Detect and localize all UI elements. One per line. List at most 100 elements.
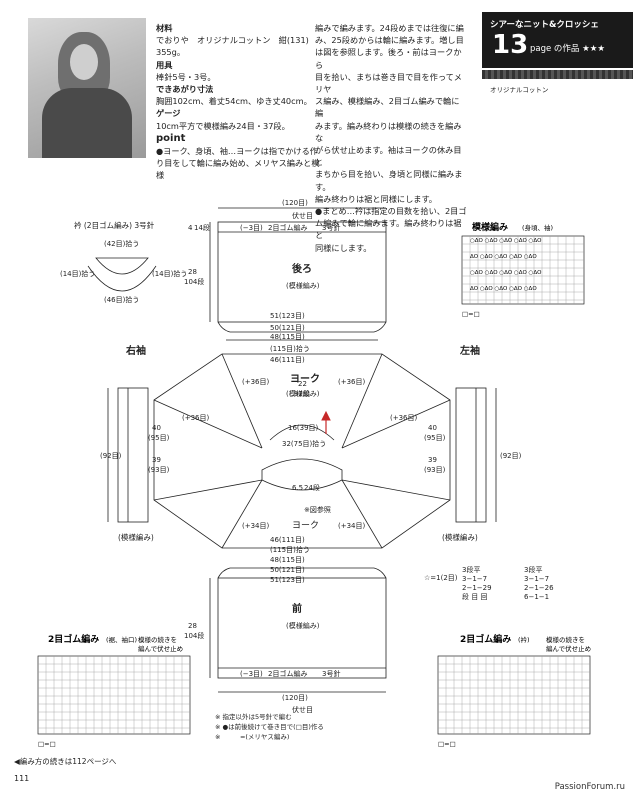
front-cm50: 50(121目) <box>270 566 305 574</box>
rib-left-title: 2目ゴム編み <box>48 633 99 645</box>
instruction-line: みます。編み終わりは模様の続きを編みな <box>315 120 462 143</box>
rib-left-note1: 模様の続きを <box>138 635 177 644</box>
back-height: 28 <box>188 268 197 276</box>
model-face <box>70 44 98 80</box>
front-height: 28 <box>188 622 197 630</box>
front-bindoff-label: 伏せ目 <box>292 705 313 714</box>
yoke-height: 22 <box>298 380 307 388</box>
instruction-line: は図を参照します。後ろ・前はヨークから <box>315 47 462 70</box>
size-text: 胸囲102cm、着丈54cm、ゆき丈40cm。 <box>156 96 312 107</box>
yoke-inc-4: (+36目) <box>390 414 418 422</box>
front-rib-label: 2目ゴム編み <box>268 669 307 678</box>
page-label: page の作品 ★★★ <box>530 44 605 54</box>
rib-left-note2: 編んで伏せ止め <box>138 644 183 653</box>
left-sleeve-st92: (92目) <box>500 452 522 460</box>
front-rib-decrease: (−3目) <box>240 670 263 678</box>
yarn-sample <box>482 70 633 79</box>
back-cm46: 46(111目) <box>270 356 305 364</box>
right-sleeve-label: 右袖 <box>125 344 146 357</box>
yoke-h65: 6.5 <box>292 484 303 492</box>
right-sleeve-st93: (93目) <box>148 466 170 474</box>
svg-text:ΔO ○ΔO ○ΔO ○ΔO ○ΔO: ΔO ○ΔO ○ΔO ○ΔO ○ΔO <box>470 286 537 292</box>
front-bottom-count: (120目) <box>282 694 308 702</box>
yoke-rows: 82段 <box>294 389 310 398</box>
back-bindoff-label: 伏せ目 <box>292 211 313 220</box>
right-sleeve-st92: (92目) <box>100 452 122 460</box>
right-sleeve-cm40: 40 <box>152 424 161 432</box>
rib-right-note2: 編んで伏せ止め <box>546 644 591 653</box>
note-line: ※ ●は前後続けて巻き目で(□目)作る <box>215 723 324 731</box>
note-line: ※ 指定以外は5号針で編む <box>215 713 292 721</box>
materials-line2: 355g。 <box>156 47 186 58</box>
instruction-line: がら伏せ止めます。袖はヨークの休み目と <box>315 145 462 168</box>
collar-shape <box>95 257 149 275</box>
rib-left-key: □=□ <box>38 740 56 748</box>
yoke-inc-2: (+36目) <box>338 378 366 386</box>
right-sleeve-panel <box>117 387 149 523</box>
point-line1: ●ヨーク、身頃、袖…ヨークは指でかける作 <box>156 146 318 157</box>
pattern-number: 13 <box>492 30 529 60</box>
back-rib-label: 2目ゴム編み <box>268 223 307 232</box>
rib-right-note1: 模様の続きを <box>546 635 585 644</box>
legend-mark: ☆=1(2目) <box>424 574 458 582</box>
legend-row: 6−1−1 <box>524 593 549 601</box>
left-sleeve-cm40: 40 <box>428 424 437 432</box>
point-title: point <box>156 132 186 144</box>
instruction-line: み、25段めからは輪に編みます。増し目 <box>315 35 464 46</box>
left-sleeve-panel <box>455 387 487 523</box>
pattern-chart-sub: (身頃、袖) <box>522 223 553 232</box>
instruction-line: 目を拾い、まちは巻き目で目を作ってメリヤ <box>315 71 462 95</box>
legend-row: 段 目 回 <box>462 592 487 601</box>
back-rib-height: 4 <box>188 224 193 232</box>
back-pattern: (模様編み) <box>286 281 320 290</box>
yoke-inc-1: (+36目) <box>242 378 270 386</box>
yoke-front-label: ヨーク <box>292 520 319 531</box>
back-rib-decrease: (−3目) <box>240 224 263 232</box>
back-rib-rows: 14段 <box>194 223 210 232</box>
front-cm51: 51(123目) <box>270 576 305 584</box>
instruction-line: 同様にします。 <box>315 242 372 253</box>
instruction-line: ス編み、模様編み、2目ゴム編みで輪に編 <box>315 96 460 119</box>
instructions-block: 編みで編みます。24段めまでは往復に編 み、25段めからは輪に編みます。増し目 … <box>315 22 467 254</box>
left-sleeve-label: 左袖 <box>459 344 480 357</box>
front-shaping <box>217 567 387 579</box>
legend-row: 3−1−7 <box>462 575 487 583</box>
direction-arrow <box>321 410 331 434</box>
collar-st42: (42目)拾う <box>104 239 139 248</box>
raglan-line <box>153 479 263 501</box>
yoke-pattern: (模様編み) <box>286 389 320 398</box>
left-sleeve-st93: (93目) <box>424 466 446 474</box>
legend-row: 3段平 <box>462 565 480 574</box>
back-top-count: (120目) <box>282 199 308 207</box>
raglan-line <box>153 399 263 449</box>
point-line2: り目をして輪に編み始め、メリヤス編みと模様 <box>156 158 320 181</box>
yoke-ref: ※図参照 <box>304 505 331 514</box>
neck-back-curve <box>269 424 335 441</box>
legend-row: 3−1−7 <box>524 575 549 583</box>
collar-outer <box>87 265 157 292</box>
series-header: シアーなニット&クロッシェ 13 page の作品 ★★★ <box>482 12 633 68</box>
raglan-line <box>341 353 383 449</box>
note-line: ※ =(メリヤス編み) <box>215 733 290 741</box>
tools-title: 用具 <box>156 59 173 70</box>
back-panel <box>217 221 387 323</box>
materials-title: 材料 <box>156 23 173 33</box>
yoke-inc-5: (+34目) <box>242 522 270 530</box>
instruction-line: まちから目を拾い、身頃と同様に編みます。 <box>315 169 463 192</box>
rib-left-sub: (裾、袖口) <box>106 635 137 644</box>
model-photo <box>28 18 146 158</box>
front-label: 前 <box>292 602 302 615</box>
instruction-line: 編みで編みます。24段めまでは往復に編 <box>315 23 464 33</box>
rib-right-grid <box>437 655 591 735</box>
front-cm46: 46(111目) <box>270 536 305 544</box>
back-cm50: 50(121目) <box>270 324 305 332</box>
svg-text:ΔO ○ΔO ○ΔO ○ΔO ○ΔO: ΔO ○ΔO ○ΔO ○ΔO ○ΔO <box>470 254 537 260</box>
legend-row: 2−1−29 <box>462 584 492 592</box>
raglan-line <box>221 353 263 449</box>
materials-line1: でおりや オリジナルコットン 紺(131) <box>156 35 309 46</box>
raglan-line <box>341 479 451 501</box>
yoke-inc-3: (+36目) <box>182 414 210 422</box>
raglan-line <box>341 479 383 549</box>
back-rows: 104段 <box>184 277 204 286</box>
